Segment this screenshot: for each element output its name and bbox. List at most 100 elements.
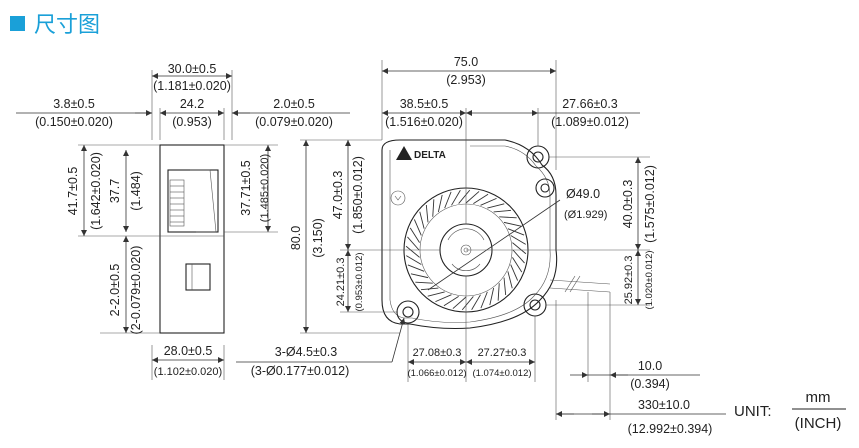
side-view: 30.0±0.5 (1.181±0.020) 3.8±0.5 (0.150±0.… [16, 62, 350, 380]
impeller-blade [489, 287, 495, 306]
section-header: 尺寸图 [10, 8, 100, 38]
side-height-inner-inch: (1.484) [129, 171, 143, 211]
impeller-blade [405, 245, 420, 258]
side-connector [185, 263, 211, 291]
side-bottom-gap: 2-2.0±0.5 [108, 264, 122, 317]
impeller-blade [487, 203, 505, 209]
front-left-width: 38.5±0.5 [400, 97, 449, 111]
front-height-lower-inch: (0.953±0.012) [354, 252, 365, 311]
impeller-blade [499, 216, 517, 219]
front-total-width: 75.0 [454, 55, 478, 69]
front-height-upper: 47.0±0.3 [331, 171, 345, 220]
impeller-blade [471, 294, 481, 310]
side-width-total: 30.0±0.5 [168, 62, 217, 76]
front-view: DELTA 75.0 (2.953) 38.5±0.5 (1.516±0.020… [236, 55, 726, 436]
impeller-blade [413, 219, 422, 236]
front-height-total-inch: (3.150) [311, 218, 325, 258]
impeller-blade [497, 283, 500, 301]
front-left-width-inch: (1.516±0.020) [385, 115, 463, 129]
delta-logo: DELTA [396, 146, 446, 161]
impeller-blade [510, 235, 526, 245]
side-height-inner: 37.7 [108, 179, 122, 203]
front-right-lower-inch: (1.020±0.012) [644, 250, 655, 309]
side-width-total-inch: (1.181±0.020) [153, 79, 231, 93]
bottom-right-distance-inch: (1.074±0.012) [472, 368, 531, 379]
impeller-blade [410, 273, 429, 279]
unit-denominator: (INCH) [795, 415, 842, 432]
impeller-blade [465, 191, 480, 204]
impeller-diameter: Ø49.0 [566, 187, 600, 201]
bottom-right-distance: 27.27±0.3 [478, 347, 527, 359]
impeller-blade [512, 257, 523, 273]
front-right-lower: 25.92±0.3 [623, 256, 635, 305]
impeller-blade [435, 294, 452, 303]
front-right-width-inch: (1.089±0.012) [551, 115, 629, 129]
front-total-width-inch: (2.953) [446, 73, 486, 87]
front-right-upper-inch: (1.575±0.012) [643, 165, 657, 243]
side-left-offset-inch: (0.150±0.020) [35, 115, 113, 129]
impeller-diameter-inch: (Ø1.929) [564, 209, 607, 221]
front-right-width: 27.66±0.3 [562, 97, 618, 111]
side-height-outer-inch: (1.642±0.020) [89, 152, 103, 230]
side-impeller-blades [169, 169, 217, 233]
section-title: 尺寸图 [34, 13, 101, 38]
unit-label: UNIT: [734, 403, 772, 420]
impeller-blade [503, 277, 507, 296]
lead-length: 330±10.0 [638, 398, 690, 412]
bottom-left-distance: 27.08±0.3 [413, 347, 462, 359]
impeller-blade [437, 194, 443, 213]
lead-wires [549, 275, 611, 293]
front-housing-outline [381, 139, 558, 330]
side-height-right: 37.71±0.5 [239, 160, 253, 216]
side-body-outline [159, 144, 225, 334]
impeller-blade [409, 227, 420, 243]
impeller-blade [507, 228, 525, 236]
impeller-blade [461, 296, 474, 311]
strip-length: 10.0 [638, 359, 662, 373]
impeller-blade [406, 255, 422, 265]
impeller-blade [407, 236, 420, 251]
impeller-blade [507, 271, 513, 289]
impeller-blade [444, 191, 452, 209]
impeller-blade [480, 197, 497, 206]
side-bottom-gap-inch: (2-0.079±0.020) [129, 246, 143, 335]
impeller-blade [512, 242, 527, 255]
bottom-left-distance-inch: (1.066±0.012) [407, 368, 466, 379]
impeller-blade [458, 189, 471, 204]
mount-holes: 3-Ø4.5±0.3 [275, 345, 337, 359]
front-height-upper-inch: (1.850±0.012) [351, 156, 365, 234]
mount-holes-inch: (3-Ø0.177±0.012) [251, 364, 350, 378]
rotation-indicator-icon [390, 190, 406, 206]
side-height-right-inch: (1.485±0.020) [259, 154, 271, 222]
square-bullet-icon [10, 15, 25, 31]
side-height-outer: 41.7±0.5 [66, 167, 80, 216]
unit-legend: UNIT: mm (INCH) [734, 389, 846, 432]
lead-length-inch: (12.992±0.394) [628, 422, 713, 436]
side-base-width-inch: (1.102±0.020) [154, 366, 222, 378]
impeller-blade [419, 211, 425, 229]
front-height-total: 80.0 [289, 226, 303, 250]
impeller-blade [503, 221, 522, 227]
side-base-width: 28.0±0.5 [164, 344, 213, 358]
impeller-blade [452, 296, 467, 309]
impeller-blade [473, 193, 489, 204]
mount-boss-bottom-left [396, 300, 420, 324]
impeller-blade [425, 204, 429, 223]
svg-text:DELTA: DELTA [414, 150, 446, 161]
impeller-blade [510, 264, 519, 281]
impeller-blade [407, 264, 425, 272]
side-right-offset: 2.0±0.5 [273, 97, 315, 111]
side-right-offset-inch: (0.079±0.020) [255, 115, 333, 129]
impeller-blade [493, 209, 512, 213]
mount-boss-top-right [526, 145, 550, 169]
side-left-offset: 3.8±0.5 [53, 97, 95, 111]
impeller-blades [405, 189, 527, 311]
side-body-width: 24.2 [180, 97, 204, 111]
front-height-lower: 24.21±0.3 [335, 258, 347, 307]
front-right-upper: 40.0±0.3 [621, 180, 635, 229]
impeller-blade [512, 249, 525, 264]
impeller-blade [451, 190, 461, 206]
strip-length-inch: (0.394) [630, 377, 670, 391]
impeller-blade [427, 291, 445, 297]
